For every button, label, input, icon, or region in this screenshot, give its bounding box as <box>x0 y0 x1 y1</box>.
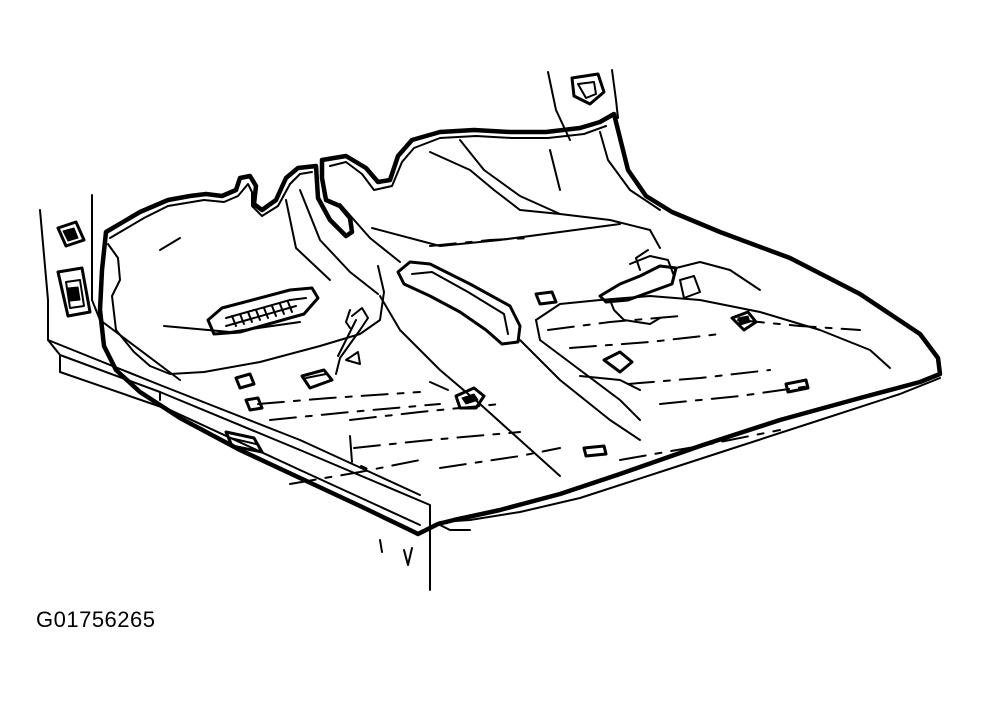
footwell-walls <box>107 131 661 375</box>
floor-clips <box>224 290 810 458</box>
driver-heel-pad <box>206 286 320 336</box>
left-body-side-panel <box>39 194 431 591</box>
wiring-harness-left <box>335 307 369 375</box>
trim-guide-lines <box>257 237 861 485</box>
rear-floor-panel <box>535 295 891 421</box>
left-pillar-clips <box>56 220 92 318</box>
right-pillar-clip <box>570 72 606 106</box>
figure-id-label: G01756265 <box>36 607 156 632</box>
wiring-harness-right <box>598 249 761 325</box>
center-tunnel <box>339 203 641 477</box>
carpet-outline <box>97 111 943 537</box>
